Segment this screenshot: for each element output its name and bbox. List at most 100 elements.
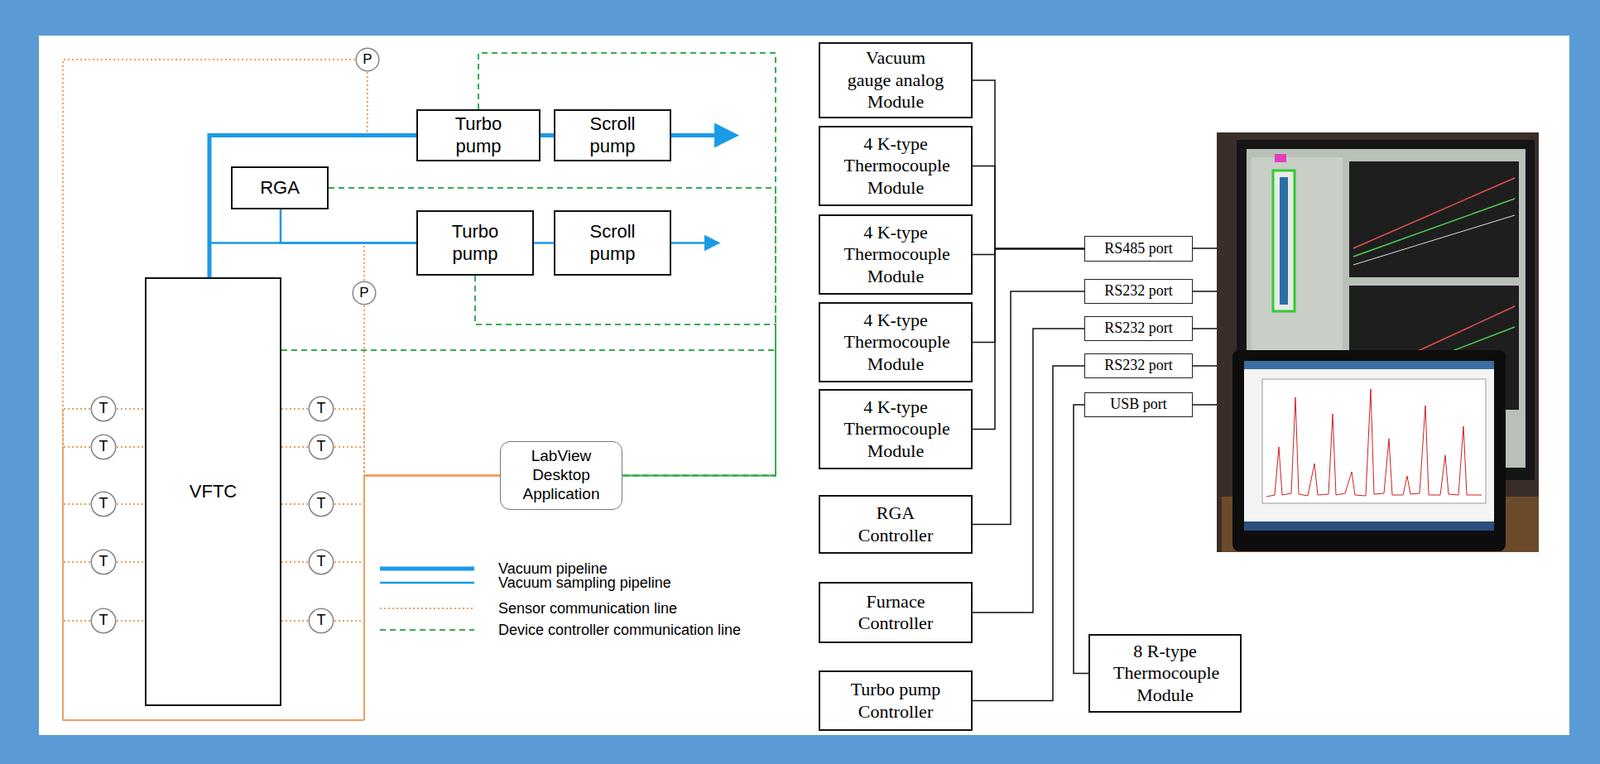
legend-text: Vacuum sampling pipeline: [498, 573, 672, 592]
connector: [62, 475, 500, 721]
connector: [280, 209, 417, 244]
module-box: Vacuum gauge analog Module: [818, 42, 973, 119]
connector: [209, 135, 417, 279]
circle-shape: [355, 48, 380, 72]
legend-sample: [379, 607, 475, 610]
circle-shape: [308, 549, 333, 574]
node-label: Scroll pump: [579, 221, 646, 265]
connector: [62, 475, 500, 721]
legend-text: Device controller communication line: [498, 620, 741, 640]
circle-shape: [91, 608, 116, 633]
photo-background: [1216, 132, 1539, 553]
legend-sample: [379, 566, 475, 572]
circle-shape: [308, 491, 333, 516]
node-label: Turbo pump: [442, 221, 509, 265]
port-wire: [1192, 247, 1217, 250]
furnace-icon: [1274, 153, 1287, 163]
connector: [972, 249, 1085, 430]
port-box: USB port: [1084, 392, 1193, 418]
tap-line: [116, 408, 145, 410]
port-wires: [1192, 248, 1217, 405]
circle-shape: [352, 281, 376, 305]
port-wire: [1192, 403, 1217, 406]
port-wire: [1192, 290, 1217, 293]
module-box: 4 K-type Thermocouple Module: [818, 389, 973, 470]
connector: [334, 475, 500, 622]
legend-text: Sensor communication line: [498, 599, 678, 618]
sensor-circle: T: [90, 548, 117, 576]
taskbar: [1244, 521, 1495, 531]
node-label: 4 K-type Thermocouple Module: [844, 133, 948, 199]
port-wire: [1192, 327, 1217, 330]
connector: [1073, 404, 1089, 674]
spectrum-plot: [1266, 389, 1482, 497]
exhaust-arrow: [671, 133, 736, 138]
pump-box: Scroll pump: [553, 109, 672, 162]
connector: [334, 475, 500, 505]
computer-photo: [1216, 132, 1539, 553]
connector: [364, 305, 500, 476]
controller-box: RGA Controller: [818, 494, 973, 554]
node-label: T: [317, 437, 327, 457]
tap-line: [116, 503, 145, 505]
connector: [972, 328, 1085, 613]
sensor-circle: T: [307, 490, 335, 518]
tap-line: [116, 561, 145, 563]
node-label: T: [317, 552, 327, 572]
sensor-circle: T: [90, 607, 117, 635]
connector: [209, 243, 417, 279]
circle-shape: [308, 608, 333, 633]
node-label: 8 R-type Thermocouple Module: [1113, 640, 1217, 707]
connector: [62, 408, 500, 721]
furnace-box: VFTC: [144, 277, 282, 707]
legend-sample: [379, 581, 475, 585]
port-box: RS232 port: [1084, 278, 1193, 304]
circle-shape: [91, 396, 116, 421]
circle-shape: [308, 396, 333, 421]
node-label: USB port: [1109, 395, 1168, 414]
node-label: RGA: [259, 177, 300, 199]
circle-shape: [91, 434, 116, 459]
tap-line: [281, 561, 308, 563]
node-label: Vacuum gauge analog Module: [844, 47, 948, 113]
connector: [972, 166, 1085, 250]
sensor-circle: T: [90, 395, 117, 423]
module-box: 4 K-type Thermocouple Module: [818, 214, 973, 295]
node-label: Turbo pump Controller: [844, 678, 948, 723]
plot-frame: [1262, 379, 1486, 504]
pump-box: Turbo pump: [416, 210, 534, 276]
connector: [533, 241, 554, 245]
tap-line: [281, 503, 308, 505]
port-wire: [1192, 365, 1217, 367]
node-label: T: [99, 437, 109, 457]
window-bar: [1244, 360, 1495, 370]
port-box: RS232 port: [1084, 316, 1193, 342]
node-label: T: [99, 494, 109, 514]
connector: [62, 475, 500, 721]
software-box: LabView Desktop Application: [499, 441, 623, 510]
connector: [334, 408, 500, 476]
node-label: 4 K-type Thermocouple Module: [844, 221, 948, 288]
graph-panel: [1349, 161, 1519, 278]
connector: [972, 249, 1085, 255]
tap-line: [116, 619, 145, 622]
node-label: RS232 port: [1104, 319, 1173, 338]
furnace-icon: [1273, 170, 1295, 312]
pressure-gauge: P: [355, 47, 380, 73]
module-box: 4 K-type Thermocouple Module: [818, 302, 973, 383]
analyzer-box: RGA: [230, 166, 329, 210]
node-label: Turbo pump: [445, 113, 512, 158]
connector: [334, 446, 500, 476]
controller-box: Turbo pump Controller: [818, 670, 973, 731]
pump-box: Turbo pump: [416, 109, 541, 162]
sensor-circle: T: [307, 433, 335, 461]
tap-line: [116, 446, 145, 448]
sensor-circle: T: [90, 490, 117, 518]
graph-line: [1353, 177, 1515, 249]
node-label: T: [317, 399, 327, 419]
circle-shape: [308, 434, 333, 459]
node-label: RGA Controller: [844, 502, 948, 547]
node-label: T: [99, 399, 109, 419]
